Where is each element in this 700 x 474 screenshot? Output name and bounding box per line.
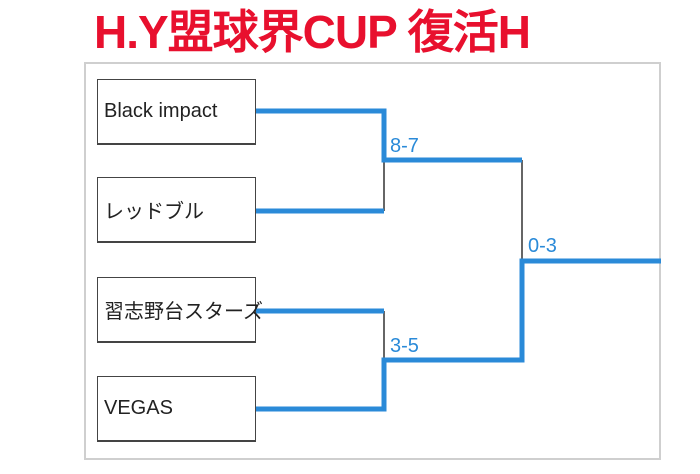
team-name: 習志野台スターズ <box>104 301 263 323</box>
score-semifinal-1: 8-7 <box>390 135 419 157</box>
team-box-1: Black impact <box>97 79 256 145</box>
team-name: VEGAS <box>104 397 173 419</box>
team-name: レッドブル <box>104 201 204 223</box>
team-box-4: VEGAS <box>97 376 256 442</box>
tournament-title: H.Y盟球界CUP 復活H <box>94 6 531 58</box>
winner-path-black-impact <box>256 108 522 163</box>
score-semifinal-2: 3-5 <box>390 335 419 357</box>
team-box-2: レッドブル <box>97 177 256 243</box>
team-name: Black impact <box>104 100 218 122</box>
score-final: 0-3 <box>528 235 557 257</box>
team-box-3: 習志野台スターズ <box>97 277 263 343</box>
winner-path-vegas <box>256 258 661 412</box>
